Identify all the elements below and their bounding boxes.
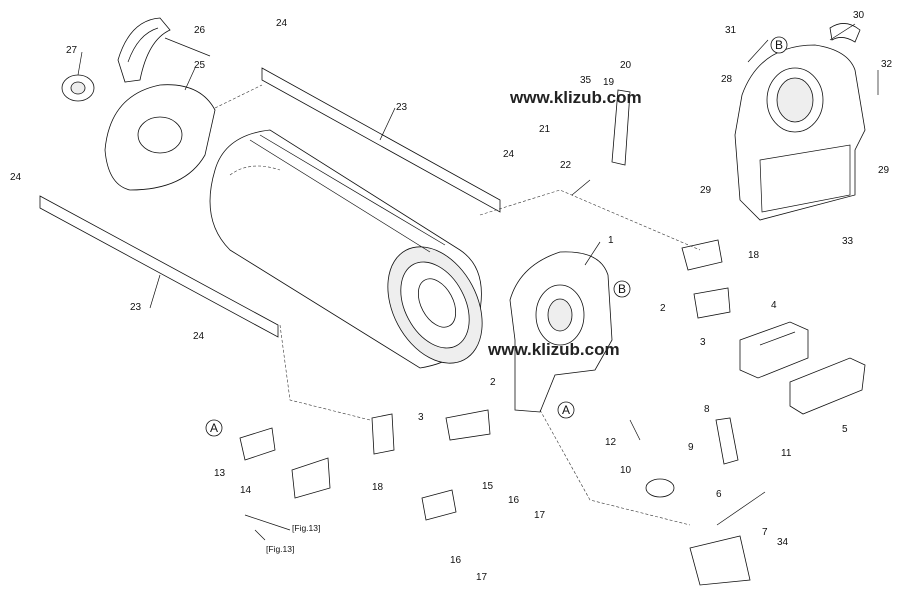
sensor-15 <box>421 489 457 521</box>
part-label-19: 19 <box>603 77 615 88</box>
part-label-6: 6 <box>716 489 722 500</box>
bracket-3-right <box>693 287 731 319</box>
part-label-16b: 16 <box>450 555 462 566</box>
part-label-7: 7 <box>762 527 768 538</box>
part-label-15: 15 <box>482 481 494 492</box>
svg-text:B: B <box>618 282 626 296</box>
part-label-10: 10 <box>620 465 632 476</box>
sensor-board-14 <box>291 457 331 499</box>
rail-upper <box>261 67 501 213</box>
part-label-24-bottom: 24 <box>193 331 205 342</box>
part-label-24-mid: 24 <box>503 149 515 160</box>
view-marker-a-right: A <box>557 401 575 419</box>
cover-26 <box>117 17 171 83</box>
watermark-top: www.klizub.com <box>509 88 642 107</box>
part-label-3b: 3 <box>418 412 424 423</box>
part-label-17: 17 <box>534 510 546 521</box>
drum-cylinder <box>209 129 483 369</box>
link-10 <box>645 478 675 498</box>
part-label-29b: 29 <box>878 165 890 176</box>
gear-27 <box>61 74 95 102</box>
part-label-23: 23 <box>396 102 408 113</box>
watermark-center: www.klizub.com <box>487 340 620 359</box>
svg-text:A: A <box>210 421 218 435</box>
part-label-34: 34 <box>777 537 789 548</box>
part-label-16: 16 <box>508 495 520 506</box>
part-label-22: 22 <box>560 160 572 171</box>
duct-5 <box>789 357 866 415</box>
part-label-30: 30 <box>853 10 865 21</box>
part-label-21: 21 <box>539 124 551 135</box>
part-label-25: 25 <box>194 60 206 71</box>
bracket-3-left <box>445 409 491 441</box>
part-labels: 1 2 2 3 3 4 5 6 7 8 9 10 11 12 13 14 15 … <box>10 10 893 583</box>
fig-ref-1: [Fig.13] <box>292 523 320 533</box>
part-label-27: 27 <box>66 45 78 56</box>
part-label-8: 8 <box>704 404 710 415</box>
spring-22 <box>571 179 591 196</box>
bracket-13 <box>239 427 276 461</box>
part-label-1: 1 <box>608 235 614 246</box>
part-label-18b: 18 <box>748 250 760 261</box>
rail-lower <box>39 195 279 338</box>
frame-1 <box>509 251 613 413</box>
part-label-2b: 2 <box>490 377 496 388</box>
part-label-12: 12 <box>605 437 617 448</box>
part-label-28: 28 <box>721 74 733 85</box>
shaft-7 <box>716 491 766 526</box>
part-label-13: 13 <box>214 468 226 479</box>
svg-text:A: A <box>562 403 570 417</box>
part-label-3: 3 <box>700 337 706 348</box>
part-label-31: 31 <box>725 25 737 36</box>
fig-ref-2: [Fig.13] <box>266 544 294 554</box>
part-label-32: 32 <box>881 59 893 70</box>
part-label-2: 2 <box>660 303 666 314</box>
part-label-29: 29 <box>700 185 712 196</box>
view-marker-b-frame: B <box>613 280 631 298</box>
part-label-14: 14 <box>240 485 252 496</box>
spring-12 <box>629 419 641 441</box>
part-label-17b: 17 <box>476 572 488 583</box>
part-label-35: 35 <box>580 75 592 86</box>
view-marker-b-top: B <box>770 36 788 54</box>
housing-28 <box>734 44 866 221</box>
part-label-24-left: 24 <box>10 172 22 183</box>
part-label-5: 5 <box>842 424 848 435</box>
cover-30 <box>829 23 861 43</box>
part-label-23b: 23 <box>130 302 142 313</box>
lever-19 <box>611 89 631 166</box>
leader-lines <box>77 23 879 526</box>
bracket-18-lower <box>371 413 395 455</box>
lever-8 <box>715 417 739 465</box>
cover-34 <box>689 535 751 586</box>
part-label-20: 20 <box>620 60 632 71</box>
fig-ref-arrows <box>244 514 291 541</box>
bracket-18-upper <box>681 239 723 271</box>
fan-unit-4 <box>739 321 809 379</box>
part-label-4: 4 <box>771 300 777 311</box>
svg-text:B: B <box>775 38 783 52</box>
part-label-24-top: 24 <box>276 18 288 29</box>
part-label-18: 18 <box>372 482 384 493</box>
part-label-26: 26 <box>194 25 206 36</box>
part-label-9: 9 <box>688 442 694 453</box>
side-plate-25 <box>104 84 216 191</box>
part-label-33: 33 <box>842 236 854 247</box>
part-label-11: 11 <box>781 448 792 459</box>
view-marker-a-left: A <box>205 419 223 437</box>
